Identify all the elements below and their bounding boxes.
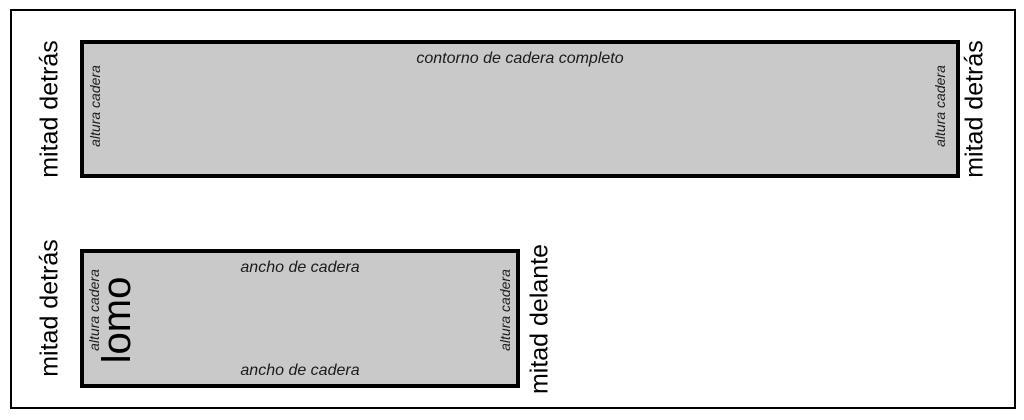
front-half-label-bottom-right: mitad delante [525,243,554,395]
hip-circumference-label: contorno de cadera completo [416,50,624,67]
outer-border [10,9,1016,409]
hip-height-label-top-left: altura cadera [87,65,103,147]
top-piece: contorno de cadera completo [80,40,960,178]
hip-width-label-top: ancho de cadera [240,259,360,276]
bottom-piece: ancho de cadera ancho de cadera [80,249,520,388]
back-half-label-bottom-left: mitad detrás [35,239,64,377]
back-half-label-top-right: mitad detrás [960,40,989,178]
hip-width-label-bottom: ancho de cadera [240,362,360,379]
hip-height-label-bottom-right: altura cadera [497,269,513,351]
loin-label: lomo [95,276,139,364]
back-half-label-top-left: mitad detrás [35,40,64,178]
hip-height-label-top-right: altura cadera [932,65,948,147]
